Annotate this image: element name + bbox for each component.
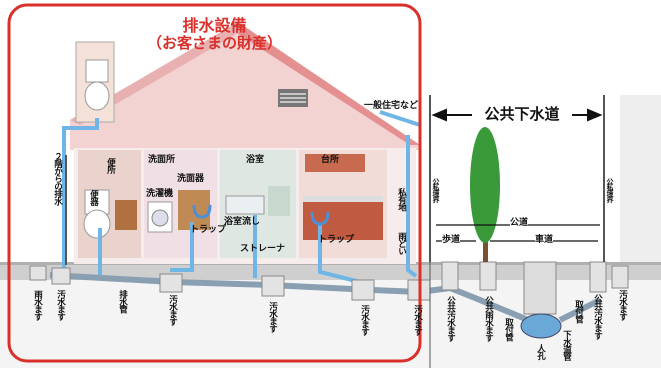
trap-icon bbox=[192, 204, 212, 219]
label-boundary-right: 公私境界 bbox=[606, 178, 614, 202]
label-trap-1: トラップ bbox=[190, 225, 227, 235]
label-public-rain-basin: 公共雨水ます bbox=[483, 296, 494, 341]
label-general-house: 一般住宅など bbox=[364, 101, 419, 111]
label-downspout: 雨どい bbox=[396, 232, 407, 255]
private-title-line1: 排水設備 bbox=[182, 16, 247, 35]
label-connection-pipe-1: 取付管 bbox=[503, 318, 514, 341]
toilet bbox=[83, 189, 111, 239]
label-toilet-room: 便所 bbox=[105, 158, 116, 173]
label-connection-pipe-2: 取付管 bbox=[573, 300, 584, 323]
private-area-frame bbox=[7, 3, 422, 363]
label-private-land: 私有地 bbox=[396, 188, 407, 211]
label-sewer-pipe: 下水道管 bbox=[561, 330, 572, 360]
label-boundary-left: 公私境界 bbox=[432, 178, 440, 202]
label-public-sewage-basin-right: 公共汚水ます bbox=[592, 294, 603, 339]
label-manhole: 人孔 bbox=[535, 344, 546, 359]
kitchen-counter bbox=[303, 200, 383, 240]
private-title-line2: （お客さまの財産） bbox=[146, 34, 282, 52]
main-drain-pipe bbox=[49, 272, 542, 328]
label-washing-machine: 洗濯機 bbox=[146, 189, 174, 199]
label-roadway: 車道 bbox=[535, 235, 554, 245]
label-sewage-basin-outer: 汚水ます bbox=[617, 290, 628, 320]
label-wash-basin: 洗面器 bbox=[177, 174, 205, 184]
bathtub bbox=[225, 195, 265, 215]
sewer-pipe bbox=[520, 313, 562, 339]
label-washroom: 洗面所 bbox=[148, 155, 176, 165]
label-sewage-basin-3: 汚水ます bbox=[267, 302, 278, 332]
label-rain-basin: 雨水ます bbox=[32, 290, 43, 320]
washing-machine bbox=[147, 201, 173, 233]
tree bbox=[470, 127, 500, 262]
label-toilet: 便器 bbox=[88, 190, 99, 205]
label-drain-pipe: 排水管 bbox=[117, 290, 128, 313]
label-sewage-basin-4: 汚水ます bbox=[359, 305, 370, 335]
label-bathroom: 浴室 bbox=[246, 155, 265, 165]
manhole bbox=[523, 261, 557, 315]
label-public-road: 公道 bbox=[510, 218, 529, 228]
label-second-floor-drain: ２階からの排水 bbox=[52, 152, 63, 205]
label-sewage-basin-2: 汚水ます bbox=[167, 295, 178, 325]
label-public-sewage-basin-left: 公共汚水ます bbox=[445, 296, 456, 341]
label-strainer: ストレーナ bbox=[240, 244, 286, 254]
basins bbox=[29, 261, 629, 301]
house-roof bbox=[70, 22, 420, 150]
background-building bbox=[620, 95, 661, 265]
label-sewage-basin-1: 汚水ます bbox=[55, 290, 66, 320]
private-area-heading: 排水設備 （お客さまの財産） bbox=[9, 12, 420, 62]
public-sewer-title: 公共下水道 bbox=[472, 107, 572, 122]
label-trap-2: トラップ bbox=[318, 235, 355, 245]
label-bath-drain: 浴室流し bbox=[224, 217, 261, 227]
second-floor-toilet bbox=[75, 41, 115, 123]
label-sidewalk: 歩道 bbox=[442, 235, 461, 245]
label-sewage-basin-5: 汚水ます bbox=[412, 305, 423, 335]
label-kitchen: 台所 bbox=[321, 155, 340, 165]
